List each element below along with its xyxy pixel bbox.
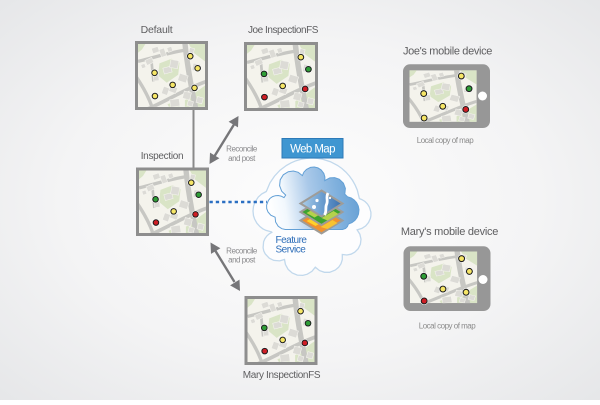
svg-text:Service: Service <box>276 245 307 256</box>
svg-text:Web Map: Web Map <box>290 144 335 156</box>
svg-text:Mary's mobile device: Mary's mobile device <box>401 226 498 238</box>
svg-text:Joe InspectionFS: Joe InspectionFS <box>248 25 319 36</box>
svg-text:Inspection: Inspection <box>141 151 184 162</box>
svg-text:Reconcile: Reconcile <box>226 247 258 256</box>
svg-text:and post: and post <box>228 256 256 265</box>
svg-text:Default: Default <box>141 24 173 36</box>
svg-text:and post: and post <box>228 154 256 163</box>
svg-text:Local copy of map: Local copy of map <box>419 322 476 331</box>
svg-text:Local copy of map: Local copy of map <box>417 136 474 145</box>
svg-text:Joe's mobile device: Joe's mobile device <box>403 46 492 58</box>
svg-text:Reconcile: Reconcile <box>226 145 258 154</box>
svg-text:Mary InspectionFS: Mary InspectionFS <box>243 370 321 381</box>
svg-text:Feature: Feature <box>276 235 308 246</box>
